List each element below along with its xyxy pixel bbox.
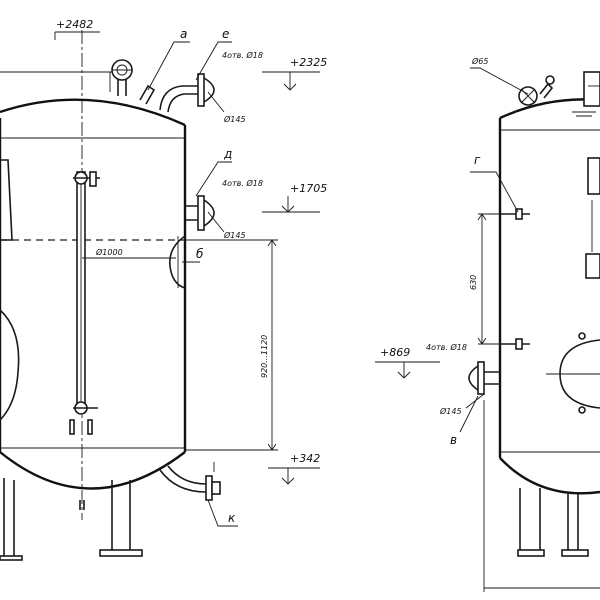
top-valve bbox=[111, 59, 133, 96]
top-head bbox=[0, 98, 186, 127]
left-legs bbox=[0, 478, 143, 561]
flange-dia-v: Ø145 bbox=[439, 406, 462, 416]
right-top-hatch bbox=[572, 111, 596, 117]
level-dimension-arrows bbox=[267, 239, 277, 451]
bottom-drain bbox=[79, 500, 85, 510]
nozzle-letter-e: е bbox=[222, 27, 229, 41]
left-vessel bbox=[0, 30, 278, 561]
gauge-drain-right bbox=[87, 419, 93, 435]
nozzle-letter-v: в bbox=[450, 433, 457, 447]
right-bottom-head bbox=[499, 457, 600, 495]
internal-element-top bbox=[0, 159, 13, 241]
elevation-label-v: +869 bbox=[380, 346, 410, 359]
leader-d bbox=[195, 161, 232, 197]
elevation-marks bbox=[54, 31, 440, 485]
nozzle-e-cap bbox=[203, 77, 215, 103]
nozzle-d-flange bbox=[197, 195, 205, 231]
level-range-label: 920...1120 bbox=[260, 335, 269, 378]
nozzle-letter-a: а bbox=[180, 27, 187, 41]
nozzle-letter-b: б bbox=[196, 247, 204, 261]
leader-dia-d bbox=[207, 211, 225, 233]
right-leg-right-foot bbox=[561, 549, 589, 557]
elevation-label-e: +2325 bbox=[290, 56, 327, 69]
nozzle-v-pipe bbox=[484, 371, 500, 385]
leader-v bbox=[459, 395, 479, 433]
level-dimension-lines bbox=[185, 239, 278, 451]
flange-dia-top-right: Ø65 bbox=[471, 56, 488, 66]
nozzle-k-flange bbox=[205, 475, 213, 501]
leader-dia-e bbox=[207, 91, 225, 113]
leader-dia-65 bbox=[470, 67, 529, 95]
elev-mark-342 bbox=[268, 467, 320, 485]
leg-right bbox=[111, 480, 131, 550]
elev-mark-869 bbox=[375, 361, 440, 379]
leader-k bbox=[207, 499, 238, 527]
nozzle-e-bend-inner bbox=[167, 93, 198, 113]
right-leg-left-foot bbox=[517, 549, 545, 557]
nozzle-v bbox=[468, 361, 500, 395]
elev-mark-2482 bbox=[54, 31, 100, 40]
leg-right-foot bbox=[99, 549, 143, 557]
right-leg-right bbox=[567, 494, 579, 550]
gauge-length-label: 630 bbox=[469, 275, 478, 290]
manhole-bolt-top bbox=[578, 332, 586, 340]
leader-dia-v bbox=[465, 393, 485, 409]
bottom-head bbox=[0, 451, 186, 490]
gauge-socket-bottom bbox=[515, 338, 523, 350]
right-side-fitting bbox=[587, 157, 600, 195]
right-leg-left bbox=[519, 488, 541, 550]
right-side-box bbox=[585, 253, 600, 279]
gauge-top-flange bbox=[89, 171, 97, 187]
nozzle-k-outer bbox=[159, 469, 207, 493]
nozzle-k-end bbox=[211, 481, 221, 495]
nozzle-letter-g: г bbox=[474, 153, 481, 167]
elevation-label-d: +1705 bbox=[290, 182, 327, 195]
flange-holes-v: 4отв. Ø18 bbox=[426, 342, 467, 352]
nozzle-d bbox=[185, 195, 215, 231]
internal-element-bottom bbox=[0, 309, 20, 421]
nozzle-e-flange bbox=[197, 73, 205, 107]
leader-e bbox=[195, 41, 232, 81]
flange-holes-e: 4отв. Ø18 bbox=[222, 50, 263, 60]
leg-left bbox=[3, 478, 15, 556]
elev-mark-1705 bbox=[262, 196, 320, 213]
flange-dia-d: Ø145 bbox=[223, 230, 246, 240]
right-top-nozzle bbox=[583, 71, 600, 107]
nozzle-e-bend-outer bbox=[159, 85, 198, 111]
elev-mark-2325 bbox=[262, 71, 320, 91]
level-gauge bbox=[69, 171, 100, 435]
leg-left-foot bbox=[0, 555, 23, 561]
right-top-fitting bbox=[539, 82, 554, 99]
nozzle-d-pipe bbox=[185, 205, 198, 221]
gauge-drain-left bbox=[69, 419, 75, 435]
elevation-label-bottom: +342 bbox=[290, 452, 320, 465]
elevation-label-top: +2482 bbox=[56, 18, 93, 31]
pipe-a bbox=[139, 84, 156, 105]
right-vessel bbox=[468, 71, 600, 592]
gauge-dimension-arrows bbox=[477, 213, 487, 345]
leader-g bbox=[470, 171, 519, 213]
leader-a bbox=[147, 41, 190, 91]
nozzle-v-cap bbox=[468, 365, 479, 391]
nozzle-v-flange bbox=[477, 361, 485, 395]
flange-holes-d: 4отв. Ø18 bbox=[222, 178, 263, 188]
nozzle-e bbox=[159, 73, 215, 113]
nozzle-letter-d: д bbox=[223, 147, 232, 161]
nozzle-d-cap bbox=[203, 199, 215, 227]
gauge-dimension-lines bbox=[478, 213, 516, 345]
gauge-sockets bbox=[500, 213, 530, 345]
flange-dia-e: Ø145 bbox=[223, 114, 246, 124]
manhole-bolt-bottom bbox=[578, 406, 586, 414]
bottom-dimension-line bbox=[483, 400, 600, 592]
nozzle-k-inner bbox=[167, 465, 207, 485]
nozzle-k bbox=[159, 462, 221, 501]
inner-diameter-label: Ø1000 bbox=[95, 247, 123, 257]
nozzle-letter-k: к bbox=[228, 511, 236, 525]
right-top-fitting-ball bbox=[545, 75, 555, 85]
